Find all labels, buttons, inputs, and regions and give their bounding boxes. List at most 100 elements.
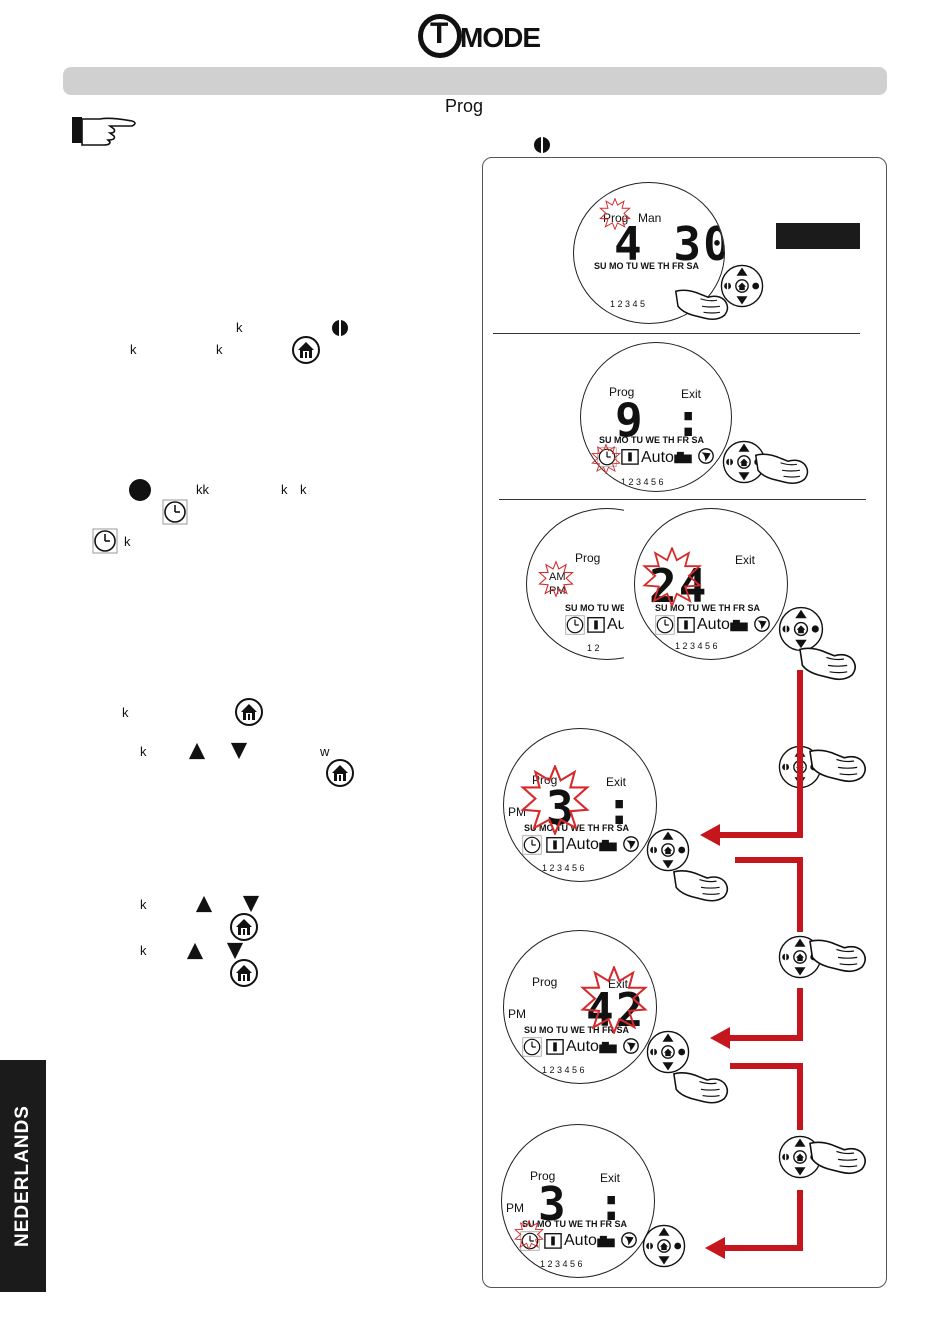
instruction-key: k [122, 705, 129, 720]
instruction-key: w [320, 744, 330, 759]
thermostat-display-5: Prog Exit PM 42 SU MO TU WE TH FR SA Aut… [503, 930, 657, 1084]
section-header-bar [63, 67, 887, 95]
clock-icon [92, 528, 118, 554]
instruction-key: k [236, 320, 243, 335]
truck-icon [598, 1041, 618, 1055]
instruction-key: k [140, 744, 147, 759]
blink-burst-icon [514, 1220, 544, 1250]
home-button-icon [325, 758, 355, 788]
exit-label: Exit [606, 775, 627, 789]
clock-icon [162, 499, 188, 525]
instruction-key: kk [196, 482, 209, 497]
pm-label: PM [508, 805, 526, 819]
down-arrow-icon [230, 742, 248, 760]
blink-burst-icon [510, 765, 600, 835]
home-button-icon [291, 335, 321, 365]
home-button-icon [229, 958, 259, 988]
prog-label: Prog [530, 1169, 556, 1183]
info-icon [546, 835, 564, 853]
auto-label: Auto [566, 1038, 599, 1055]
day-row: SU MO TU WE [565, 603, 626, 613]
keypad-icon [640, 1222, 688, 1270]
auto-label: Au [607, 616, 627, 633]
blink-burst-icon [591, 444, 621, 474]
blink-burst-icon [636, 547, 708, 607]
half-circle-button-icon [532, 135, 552, 155]
exit-label: Exit [735, 553, 756, 567]
instruction-key: k [140, 897, 147, 912]
illustration-panel [482, 157, 887, 1288]
instruction-key: k [140, 943, 147, 958]
blink-burst-icon [597, 198, 633, 230]
globe-icon [620, 1231, 638, 1249]
globe-icon [697, 447, 715, 465]
day-row: SU MO TU WE TH FR SA [524, 1025, 629, 1035]
pm-label: PM [506, 1201, 524, 1215]
pm-label: PM [508, 1007, 526, 1021]
time-digits: 4 30 [614, 217, 725, 271]
exit-label: Exit [681, 387, 702, 401]
instruction-key: k [216, 342, 223, 357]
globe-icon [753, 615, 771, 633]
language-sidebar-tab: NEDERLANDS [0, 1060, 46, 1292]
home-button-icon [229, 912, 259, 942]
day-row: SU MO TU WE TH FR SA [522, 1219, 627, 1229]
globe-icon [622, 1037, 640, 1055]
mode-label: Man [638, 211, 662, 225]
time-digits: 9 : 39 [615, 393, 731, 447]
program-numbers: 1 2 3 4 5 6 [621, 477, 664, 487]
clock-icon [522, 835, 542, 855]
truck-icon [729, 619, 749, 633]
exit-label: Exit [600, 1171, 621, 1185]
day-row: SU MO TU WE TH FR SA [655, 603, 760, 613]
step-divider [499, 499, 866, 500]
tmode-logo: T MODE [418, 12, 541, 60]
blink-burst-icon [572, 966, 656, 1034]
globe-icon [622, 835, 640, 853]
pointing-hand-icon [72, 117, 136, 146]
logo-t: T [430, 17, 449, 50]
time-digits: 3 : 42 [538, 1177, 654, 1231]
instruction-key: k [124, 534, 131, 549]
black-label-box [776, 223, 860, 249]
language-label: NEDERLANDS [12, 1105, 33, 1247]
up-arrow-icon [195, 895, 213, 913]
auto-label: Auto [566, 836, 599, 853]
info-icon [677, 615, 695, 633]
pressing-hand-icon [752, 446, 812, 490]
black-dot-button-icon [129, 479, 151, 501]
auto-label: Auto [641, 449, 674, 466]
blink-burst-icon [538, 555, 574, 603]
truck-icon [596, 1235, 616, 1249]
prog-label: Prog [532, 975, 558, 989]
flow-arrows [700, 670, 803, 1259]
pm-label: PM [549, 585, 566, 597]
prog-label: Prog [575, 551, 601, 565]
prog-label: Prog [603, 211, 629, 225]
info-icon [621, 447, 639, 465]
truck-icon [673, 451, 693, 465]
instruction-key: k [281, 482, 288, 497]
logo-mode: MODE [460, 22, 541, 53]
instruction-key: k [300, 482, 307, 497]
program-numbers: 1 2 3 4 5 6 [542, 863, 585, 873]
program-numbers: 1 2 3 4 5 [610, 299, 646, 309]
exit-label: Exit [608, 977, 629, 991]
up-arrow-icon [188, 742, 206, 760]
program-numbers: 1 2 [587, 643, 600, 653]
thermostat-display-4: Prog Exit PM 3 : SU MO TU WE TH FR SA Au… [503, 728, 657, 882]
program-numbers: 1 2 3 4 5 6 [540, 1259, 583, 1269]
auto-label: Auto [697, 616, 730, 633]
program-numbers: 1 2 3 4 5 6 [675, 641, 718, 651]
logo-ring [418, 14, 462, 58]
hour-digits: 3 : [546, 781, 636, 835]
instruction-key: k [130, 342, 137, 357]
auto-label: Auto [564, 1232, 597, 1249]
program-numbers: 1 2 3 4 5 6 [542, 1065, 585, 1075]
pressing-hand-icon [672, 280, 732, 328]
step-divider [493, 333, 860, 334]
clock-icon [655, 615, 675, 635]
am-label: AM [549, 571, 566, 583]
prog-heading: Prog [445, 96, 484, 116]
up-arrow-icon [186, 942, 204, 960]
